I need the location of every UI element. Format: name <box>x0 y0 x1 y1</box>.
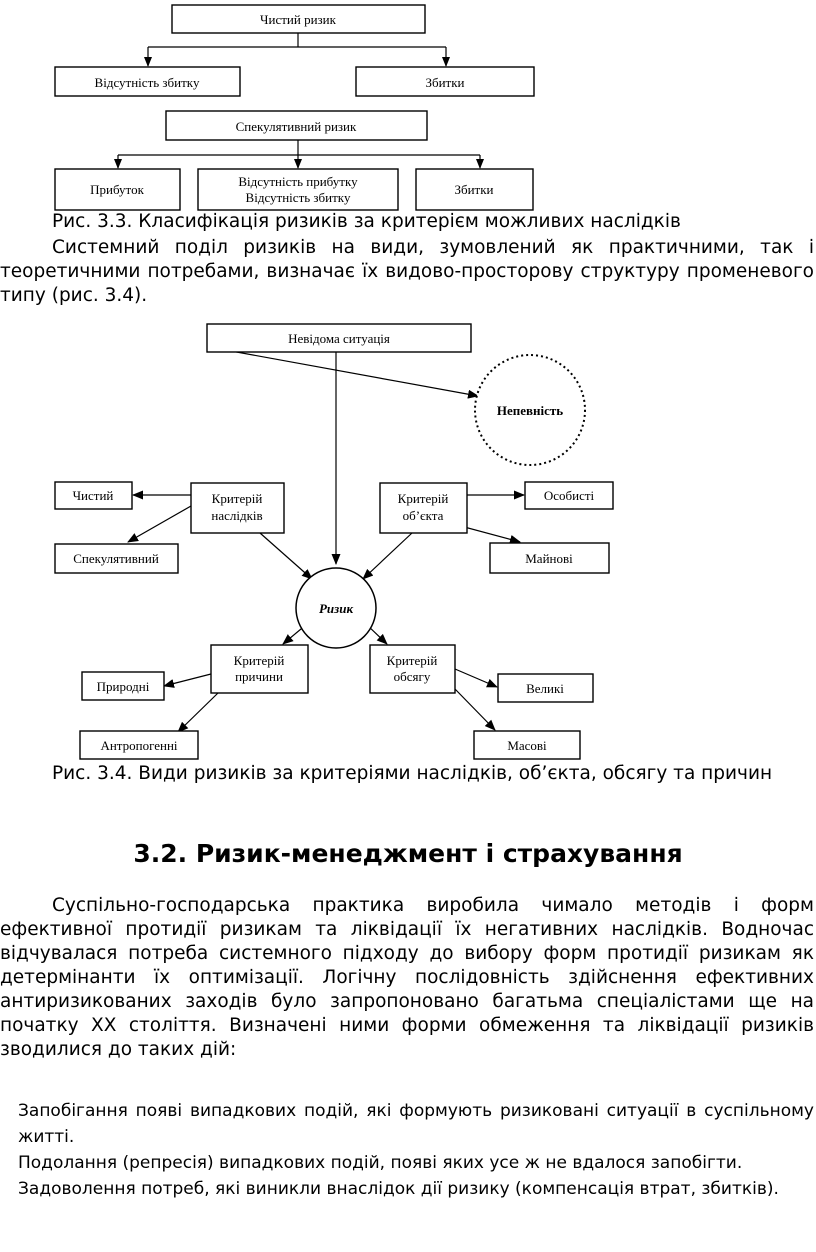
list-item: Подолання (репресія) випадкових подій, п… <box>18 1153 743 1173</box>
personal-box <box>524 481 614 510</box>
criterion-consequences-label-2: наслідків <box>211 508 262 523</box>
natural-box <box>81 671 165 701</box>
no-loss-box <box>54 66 241 97</box>
figure-3-4-caption: Рис. 3.4. Види ризиків за критеріями нас… <box>52 763 773 784</box>
profit-label: Прибуток <box>90 182 144 197</box>
criterion-object-label-1: Критерій <box>398 491 449 506</box>
speculative-risk-box <box>165 110 428 141</box>
pure-label: Чистий <box>73 488 114 503</box>
no-loss-label: Відсутність збитку <box>95 75 200 90</box>
speculative-box <box>54 543 179 574</box>
unknown-situation-label: Невідома ситуація <box>288 331 390 346</box>
list-item: Задоволення потреб, які виникли внаслідо… <box>18 1179 779 1199</box>
property-label: Майнові <box>525 551 573 566</box>
list-item: Запобігання появі випадкових подій, які … <box>18 1101 814 1147</box>
figure-3-4-diagram: Невідома ситуація Непевність Критерій на… <box>54 323 614 760</box>
speculative-label: Спекулятивний <box>73 551 159 566</box>
property-box <box>489 542 610 574</box>
spec-losses-box <box>415 168 534 211</box>
no-profit-label: Відсутність прибутку <box>238 174 358 189</box>
criterion-cause-box <box>210 644 309 694</box>
risk-label: Ризик <box>319 601 353 616</box>
criterion-volume-box <box>369 644 456 694</box>
criterion-volume-label-2: обсягу <box>394 669 431 684</box>
speculative-risk-label: Спекулятивний ризик <box>236 119 357 134</box>
pure-box <box>54 481 133 510</box>
criterion-consequences-label-1: Критерій <box>212 491 263 506</box>
spec-losses-label: Збитки <box>454 182 493 197</box>
paragraph-1: Системний поділ ризиків на види, зумовле… <box>0 237 814 306</box>
paragraph-2: Суспільно-господарська практика виробила… <box>0 895 814 1060</box>
figure-3-3-caption: Рис. 3.3. Класифікація ризиків за критер… <box>52 211 681 232</box>
criterion-object-label-2: об’єкта <box>403 508 444 523</box>
mass-label: Масові <box>507 738 547 753</box>
no-profit-no-loss-box <box>197 168 399 211</box>
pure-risk-box <box>171 4 426 34</box>
mass-box <box>473 730 581 760</box>
criterion-volume-label-1: Критерій <box>387 653 438 668</box>
losses-box <box>355 66 535 97</box>
section-heading: 3.2. Ризик-менеджмент і страхування <box>133 839 683 868</box>
unknown-situation-box <box>206 323 472 353</box>
criterion-consequences-box <box>190 482 285 534</box>
large-label: Великі <box>526 681 564 696</box>
criterion-cause-label-1: Критерій <box>234 653 285 668</box>
pure-risk-label: Чистий ризик <box>260 12 337 27</box>
actions-list: Запобігання появі випадкових подій, які … <box>18 1098 814 1202</box>
anthropogenic-label: Антропогенні <box>100 738 177 753</box>
no-loss-label-2: Відсутність збитку <box>246 190 351 205</box>
losses-label: Збитки <box>425 75 464 90</box>
profit-box <box>54 168 181 211</box>
criterion-cause-label-2: причини <box>235 669 283 684</box>
large-box <box>497 673 594 703</box>
risk-circle <box>295 567 377 649</box>
personal-label: Особисті <box>544 488 595 503</box>
uncertainty-circle <box>474 354 586 466</box>
anthropogenic-box <box>79 730 199 760</box>
natural-label: Природні <box>97 679 150 694</box>
figure-3-3-diagram: Чистий ризик Відсутність збитку Збитки С… <box>54 4 535 211</box>
criterion-object-box <box>379 482 468 534</box>
uncertainty-label: Непевність <box>497 403 563 418</box>
